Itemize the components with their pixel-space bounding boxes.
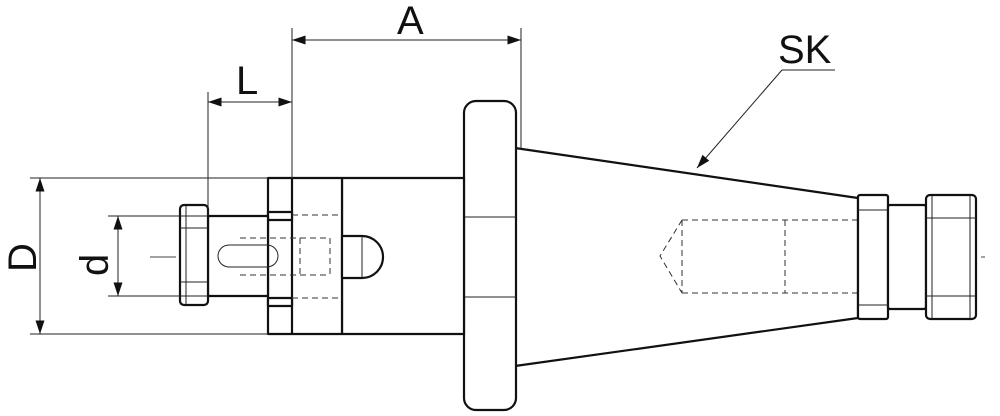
pilot-shaft	[206, 214, 331, 298]
dimension-A	[291, 28, 522, 178]
dimension-D	[30, 177, 268, 335]
dimension-d	[108, 215, 208, 297]
label-L: L	[236, 59, 258, 103]
clamping-screw	[178, 203, 210, 307]
drive-key	[340, 234, 385, 280]
dimension-L	[207, 92, 292, 216]
label-A: A	[397, 0, 424, 43]
label-d: d	[73, 254, 117, 276]
label-SK: SK	[778, 28, 832, 72]
retention-knob	[856, 193, 978, 321]
collar	[266, 176, 344, 336]
label-D: D	[1, 243, 45, 272]
leader-SK	[696, 69, 835, 169]
flange	[462, 99, 518, 412]
